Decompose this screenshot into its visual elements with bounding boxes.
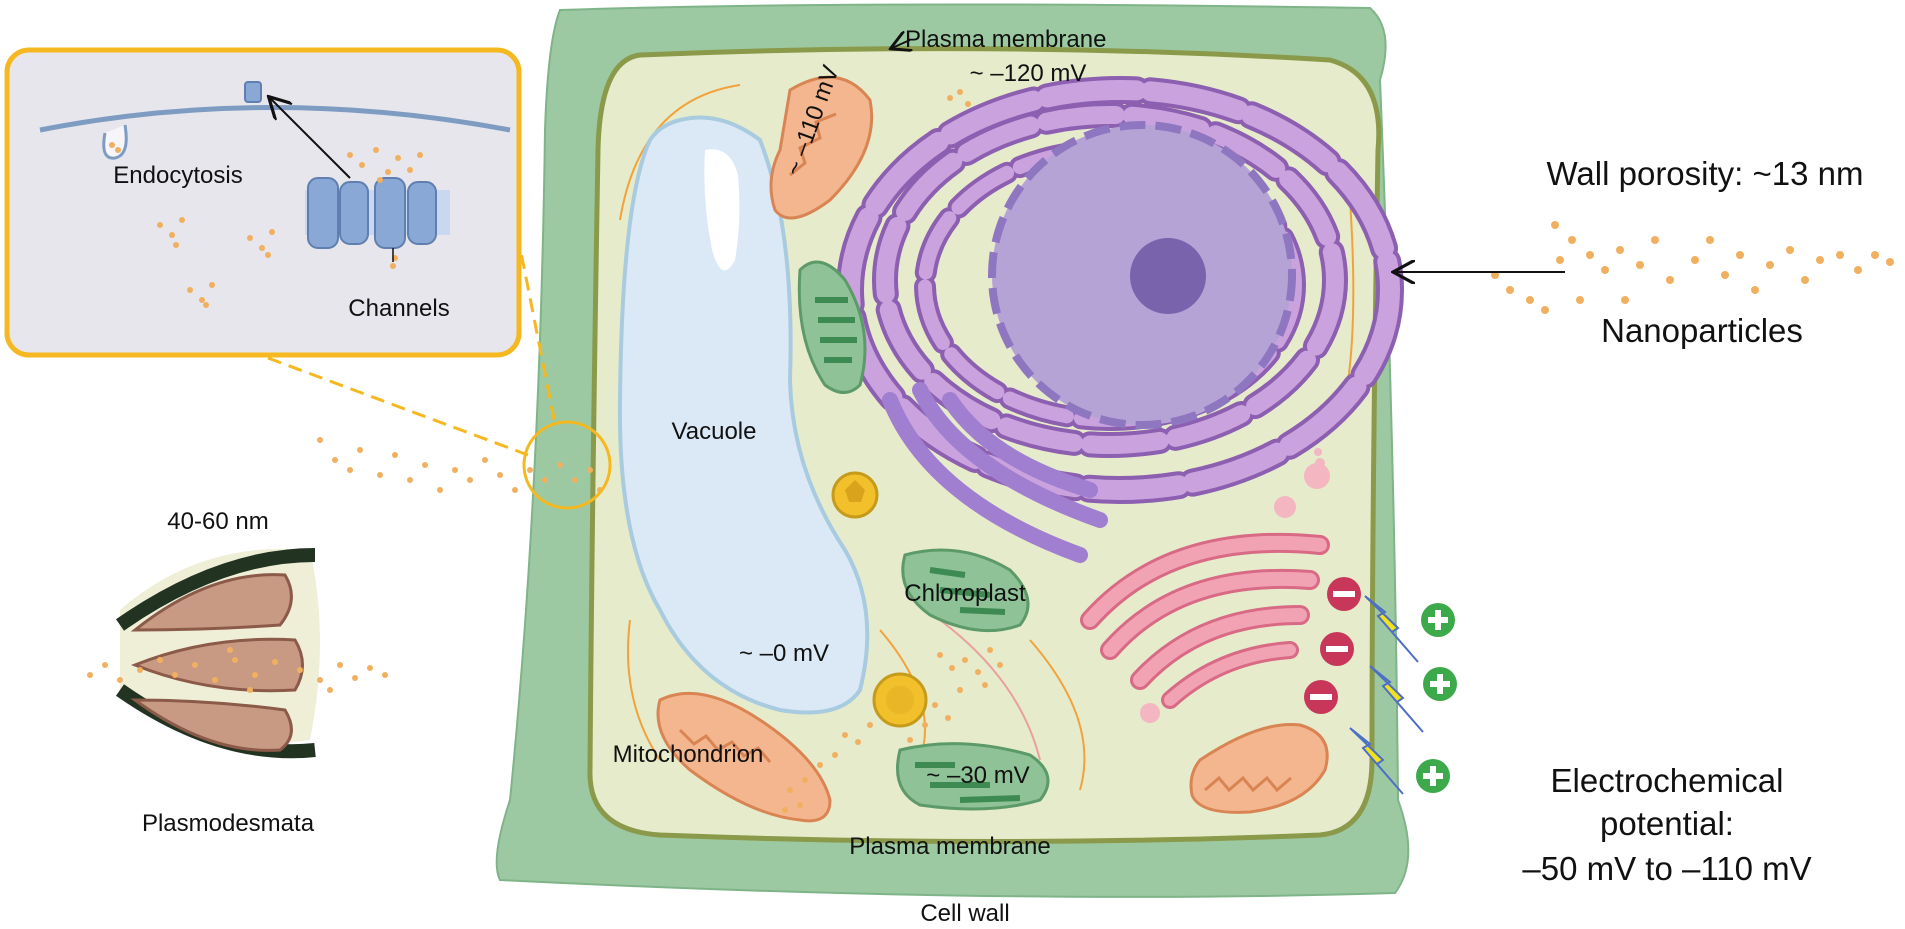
mitochondrion-bottom-right xyxy=(1189,722,1329,814)
nanoparticles-label: Nanoparticles xyxy=(1601,312,1803,349)
endocytosis-particles xyxy=(109,142,121,153)
vacuole-potential-label: ~ –0 mV xyxy=(738,640,830,667)
potential-range-label: –50 mV to –110 mV xyxy=(1522,850,1812,887)
inset-arrow xyxy=(270,98,351,179)
chloroplast-bottom xyxy=(896,742,1050,811)
negative-ions xyxy=(1304,577,1361,714)
plasmodesmata-label: Plasmodesmata xyxy=(141,810,315,837)
smooth-er xyxy=(882,382,1108,563)
ion-channels xyxy=(305,177,450,249)
plasmodesmata-particles xyxy=(87,647,388,693)
golgi-apparatus xyxy=(1080,532,1330,709)
nanoparticles-extracellular xyxy=(1491,221,1894,314)
plasmodesmata-diagram xyxy=(115,548,320,759)
plasmodesmata-size-label: 40-60 nm xyxy=(167,508,269,535)
nanoparticles-intracellular xyxy=(782,89,1003,813)
chloroplast-left xyxy=(797,260,867,394)
vacuole-label: Vacuole xyxy=(671,418,757,445)
vacuole-highlight xyxy=(704,149,740,271)
potential-top-label: ~ –120 mV xyxy=(969,60,1087,87)
inset-box xyxy=(4,47,522,358)
chloroplast-label: Chloroplast xyxy=(904,580,1026,607)
zoom-region-circle xyxy=(522,420,612,510)
membrane-channel-top xyxy=(244,81,262,103)
cell-wall-label: Cell wall xyxy=(920,900,1010,927)
chloroplast-middle xyxy=(901,548,1030,633)
endocytosis-label: Endocytosis xyxy=(113,162,243,189)
mitochondrion-top xyxy=(769,75,874,220)
zoom-connector-lower xyxy=(267,356,529,457)
electrochemical-label: Electrochemical xyxy=(1550,762,1784,799)
potential-label: potential: xyxy=(1600,805,1734,842)
zoom-connector-upper xyxy=(511,211,557,425)
wall-porosity-label: Wall porosity: ~13 nm xyxy=(1546,155,1864,192)
nucleolus xyxy=(1130,238,1206,314)
channels-label: Channels xyxy=(348,295,450,322)
mitochondrion-bottom-left xyxy=(656,691,832,823)
positive-ions xyxy=(1416,603,1457,793)
lightning-icon xyxy=(1349,595,1424,795)
mitochondrion-label: Mitochondrion xyxy=(612,741,764,768)
vacuole xyxy=(617,115,870,715)
nanoparticles-left-cluster xyxy=(317,437,603,493)
plasma-membrane-arrow xyxy=(892,40,910,48)
vesicles xyxy=(831,448,1330,728)
plasma-membrane-top-label: Plasma membrane xyxy=(905,26,1107,53)
plasma-membrane-bottom-label: Plasma membrane xyxy=(849,833,1051,860)
chloroplast-potential-label: ~ –30 mV xyxy=(926,762,1030,789)
